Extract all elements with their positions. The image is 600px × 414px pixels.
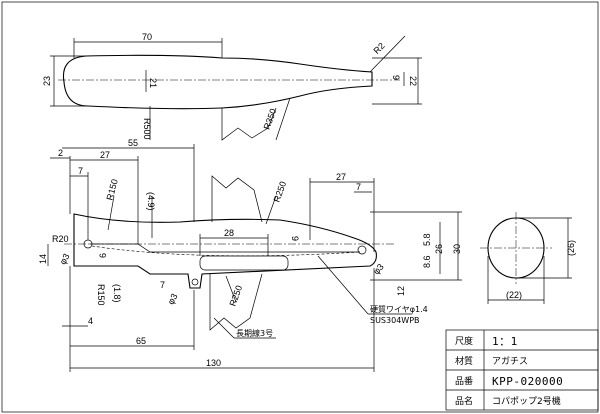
dim-7-left: 7	[78, 166, 83, 176]
title-block: 尺度 1：1 材質 アガチス 品番 KPP-020000 品名 コパポップ2号機	[445, 329, 599, 411]
wire	[91, 245, 361, 257]
dim-7-right: 7	[356, 182, 361, 192]
note-wire-2: SUS304WPB	[370, 316, 420, 325]
dim-22: 22	[408, 76, 418, 86]
dim-4: 4	[88, 316, 93, 326]
label-part-number: 品番	[455, 375, 473, 387]
top-view-outline	[62, 54, 373, 110]
hole-mid	[191, 278, 199, 286]
dim-r150-bottom: R150	[96, 284, 106, 306]
hole-right	[357, 245, 367, 255]
dim-55: 55	[128, 138, 138, 148]
dim-section-22: (22)	[506, 290, 522, 300]
leader-r250-top	[265, 195, 277, 225]
top-break-line	[221, 107, 277, 141]
dim-130: 130	[206, 358, 221, 368]
dim-65: 65	[136, 336, 146, 346]
label-material: 材質	[455, 355, 473, 367]
dim-14: 14	[38, 254, 48, 264]
value-scale: 1：1	[492, 335, 518, 348]
dim-2: 2	[58, 148, 63, 158]
side-break-line	[211, 175, 263, 223]
leader-engrave	[213, 317, 235, 339]
dim-r20: R20	[52, 234, 69, 244]
label-scale: 尺度	[455, 335, 473, 347]
dim-section-26: (26)	[566, 240, 576, 256]
dim-23: 23	[42, 76, 52, 86]
value-part-name: コパポップ2号機	[492, 395, 561, 407]
side-view: 55 2 27 7 R150 (4.9) R250 27 7 R20 φ3 14…	[38, 138, 462, 372]
dim-r350: R350	[262, 107, 279, 131]
dim-9: 9	[391, 75, 401, 80]
dim-21: 21	[148, 78, 158, 88]
section-view: (26) (22)	[480, 212, 576, 304]
dim-1-8: (1.8)	[112, 284, 122, 303]
dim-28: 28	[224, 228, 234, 238]
note-wire-1: 硬質ワイヤφ1.4	[370, 304, 428, 314]
top-view: 70 23 21 R2 9 22 R500 R350	[42, 32, 422, 141]
dim-8-6: 8.6	[422, 255, 432, 268]
dim-70: 70	[142, 32, 152, 42]
dim-27-left: 27	[100, 150, 110, 160]
side-inner-groove	[90, 243, 360, 253]
dim-phi3-left: φ3	[58, 252, 72, 266]
dim-r2: R2	[372, 41, 387, 56]
leader-r150-top	[107, 195, 115, 231]
dim-27-right: 27	[336, 172, 346, 182]
dim-r500: R500	[142, 118, 152, 140]
note-engrave: 長期線3号	[236, 328, 273, 338]
leader-r2	[369, 35, 406, 73]
value-material: アガチス	[492, 356, 528, 367]
value-part-number: KPP-020000	[492, 375, 563, 388]
dim-4-9: (4.9)	[146, 192, 156, 211]
dim-r150-top: R150	[105, 178, 120, 201]
label-part-name: 品名	[455, 395, 473, 407]
leader-wire	[317, 255, 369, 315]
dim-7-mid: 7	[160, 280, 165, 290]
dim-30: 30	[452, 244, 462, 254]
dim-9-side: 9	[290, 236, 300, 241]
dim-r250-top: R250	[272, 180, 289, 204]
dim-6: 6	[98, 253, 108, 258]
dim-phi3-mid: φ3	[166, 292, 180, 306]
dim-26: 26	[434, 244, 444, 254]
side-view-outline	[73, 213, 377, 289]
leader-r250-bottom	[225, 275, 237, 303]
side-break-line-bottom	[209, 273, 263, 331]
side-slot	[199, 255, 289, 271]
dim-12: 12	[396, 286, 406, 296]
dim-r250-bottom: R250	[228, 284, 245, 308]
dim-5-8: 5.8	[422, 233, 432, 246]
leader-r350	[275, 97, 291, 141]
